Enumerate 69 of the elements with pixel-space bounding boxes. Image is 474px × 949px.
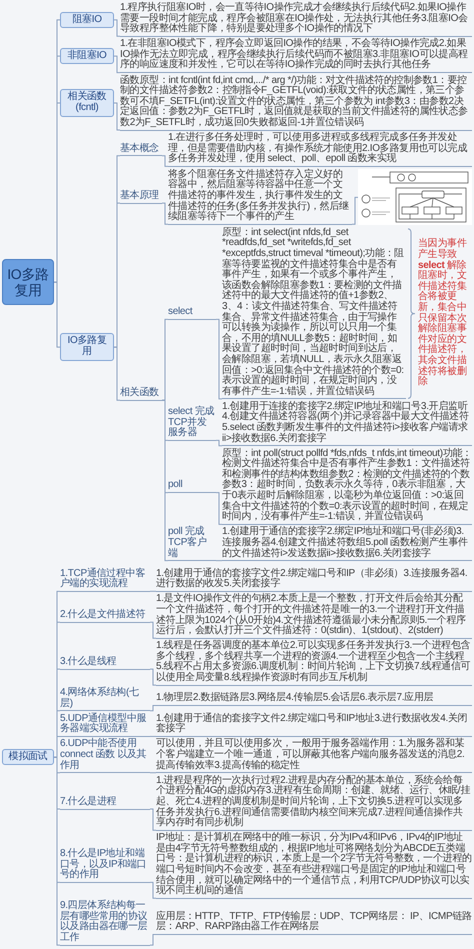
topic-text: 1.创建用于连接的套接字2.绑定IP地址和端口号3.开启监听4.创建文件描述符容器(两个)并记录容器中最大文件描述符5.select 函数判断发生事件的文件描述符i>接收客户端请求ii>接收数据6.关闭套接字 — [222, 402, 472, 446]
summary-note: 当因为事件产生导致 select 解除阻塞时，文件描述符集合将被更新，集合中只保留本次解除阻塞事件对应的文件描述符，其余文件描述符将被删除 — [418, 239, 468, 388]
topic-text: 原型：int poll(struct pollfd *fds,nfds_t nfds,int timeout)功能：检测文件描述符集合中是否有事件产生参数1：文件描述符和检测事件的结构体数组参数2：检测的文件描述符的个数参数3：超时时间，负数表示永久等待，0表示非阻塞，大于0表示超时后解除阻塞，以毫秒为单位返回值：>0:返回集合中文件描述符的个数=0:表示设置的超时时间，在规定时间内，没有事件产生=-1:错误，并置位错误码 — [222, 448, 472, 525]
connector-line — [216, 318, 222, 400]
connector-line — [150, 772, 156, 774]
connector-line — [216, 440, 222, 446]
topic-text: 1.进程是程序的一次执行过程2.进程是内存分配的基本单位，系统会给每个进程分配4G的虚拟内存3.进程有生命周期：创建、就绪、运行、休眠/挂起、死亡4.进程的调度机制是时间片轮询，上下文切换5.进程可以实现多任务并发执行6.进程间通信需要借助内核空间来完成7.进程间通信操作共享内存时有同步机制 — [156, 776, 472, 831]
topic-text: 1.在进行多任务处理时，可以使用多进程或多线程完成多任务并发处理，但是需要借助内核，有操作系统才能使用2.IO多路复用也可以完成多任务并发处理，使用 select、poll、epoll 函数来实现 — [168, 133, 472, 167]
main-topic: 阻塞IO — [60, 12, 114, 28]
topic-text: 1.线程是任务器调度的基本单位2.可以实现多任务并发执行3.一个进程包含多个线程，多个线程共享一个进程的资源4.一个进程至少包含一个主线程5.线程不占用太多资源6.调度机制：时间片轮询，上下文切换7.线程通信可以使用全局变量8.线程操作资源时有同步互斥机制 — [156, 641, 472, 686]
subtopic-label: 4.网络体系结构(七层) — [60, 688, 150, 712]
topic-text: 1.创建用于通信的套接字文件2.绑定端口号和IP地址3.进行数据收发4.关闭套接字 — [156, 714, 472, 737]
subtopic-label: 8.什么是IP地址和端口号，以及IP和端口号的作用 — [60, 849, 150, 883]
topic-text: 函数原型：int fcntl(int fd,int cmd,.../* arg */)功能：对文件描述符的控制参数1：要控制的文件描述符参数2：控制指令F_GETFL(void):获取文件的状态属性，第三个参数可不填F_SETFL(int):设置文件的状态属性，第三个参数为 int参数3：由参数2决定返回值：参数2为F_GETFL时，返回值就是获取的当前文件描述符的属性状态参数2为F_SETFL时，成功返回0失败都返回-1并置位错误码 — [120, 76, 472, 131]
subtopic-label: 7.什么是进程 — [60, 796, 150, 810]
connector-line — [216, 560, 222, 562]
connector-line — [150, 934, 156, 946]
connector-line — [162, 400, 168, 562]
topic-text: 1.在非阻塞IO模式下，程序会立即返回IO操作的结果，不会等待IO操作完成2.如果IO操作无法立即完成，程序会继续执行后续代码而不被阻塞3.非阻塞IO可以提高程序的响应速度和并发性，它可以在等待IO操作完成的同时去执行其他任务 — [120, 39, 472, 74]
connector-line — [162, 155, 168, 167]
connector-line — [114, 19, 120, 37]
subtopic-label: 相关函数 — [120, 388, 162, 401]
connector-line — [114, 346, 120, 401]
subtopic-label: 1.TCP通信过程中客户端的实现流程 — [60, 568, 150, 592]
subtopic-label: 2.什么是文件描述符 — [60, 610, 150, 623]
subtopic-label: select 完成TCP并发服务器 — [168, 407, 216, 441]
connector-line — [150, 704, 156, 712]
connector-line — [114, 102, 120, 131]
connector-line — [150, 808, 156, 831]
topic-text: 应用层：HTTP、TFTP、FTP传输层：UDP、TCP网络层： IP、ICMP链路层：ARP、RARP路由器工作在网络层 — [156, 912, 472, 936]
connector-line — [54, 756, 60, 946]
connector-line — [114, 202, 120, 348]
subtopic-label: 5.UDP通信模型中服务器端实现流程 — [60, 714, 150, 737]
connector-line — [54, 282, 60, 348]
subtopic-label: 基本原理 — [120, 191, 162, 204]
connector-line — [150, 590, 156, 592]
main-topic: 非阻塞IO — [60, 48, 114, 64]
topic-text: 1.物理层2.数据链路层3.网络层4.传输层5.会话层6.表示层7.应用层 — [156, 693, 472, 706]
topic-text: 1.创建用于通信的套接字2.绑定IP地址和端口号(非必须)3.连接服务器4.创建文件描述符数组5.poll 函数检测产生事件的文件描述符i>发送数据ii>接收数据6.关闭套接字 — [222, 527, 472, 562]
connector-line — [150, 882, 156, 899]
main-topic: IO多路复用 — [60, 333, 114, 361]
connector-line — [150, 622, 156, 639]
connector-line — [150, 668, 156, 686]
subtopic-label: select — [168, 307, 216, 320]
connector-line — [162, 202, 168, 225]
connector-line — [54, 102, 60, 283]
central-topic: IO多路复用 — [2, 259, 54, 306]
topic-text: 1.创建用于通信的套接字文件2.绑定端口号和IP（非必须）3.连接服务器4.进行数据的收发5.关闭套接字 — [156, 568, 472, 592]
main-topic: 模拟面试 — [2, 748, 54, 766]
flowchart-drawing — [358, 169, 472, 226]
connector-line — [352, 196, 358, 225]
connector-line — [114, 56, 120, 74]
subtopic-label: 9.四层体系结构每一层有哪些常用的协议以及路由器在哪一层工作 — [60, 901, 150, 946]
connector-line — [150, 736, 156, 737]
connector-line — [54, 736, 60, 758]
subtopic-label: 基本概念 — [120, 144, 162, 156]
topic-text: IP地址：是计算机在网络中的唯一标识，分为IPv4和IPv6，IPv4的IP地址是由4字节无符号整数组成的，根据IP地址可将网络划分为ABCDE五类端口号：是计算机进程的标识，本质上是一个2字节无符号整数，一个进程的端口号短时间内不会改变，甚至有些进程端口号是固定的IP地址和端口号结合使用，就可以确定网络中的一个通信节点，利用TCP/UDP协议可以实现不同主机间的通信 — [156, 833, 472, 899]
connector-line — [216, 492, 222, 525]
topic-text: 1.程序执行阻塞IO时，会一直等待IO操作完成才会继续执行后续代码2.如果IO操作需要一段时间才能完成，程序会被阻塞在IO操作处，无法执行其他任务3.阻塞IO会导致程序整体性能下降，特别是要处理多个IO操作的情况下 — [120, 3, 472, 37]
topic-text: 将多个阻塞任务文件描述符存入定义好的容器中，然后阻塞等待容器中任意一个文件描述符的事件发生，执行事件发生的文件描述符的任务(多任务并发执行)，然后继续阻塞等待下一个事件的产生 — [168, 170, 352, 225]
topic-text: 1.是文件IO操作文件的句柄2.本质上是一个整数，打开文件后会给其分配一个文件描述符，每个打开的文件描述符是唯一的3.一个进程打开文件描述符上限为1024个(从0开始)4.文件描述符遵循最小未分配原则5.一个程序运行后，会默认打开三个文件描述符：0(stdin)、1(stdout)、2(stderr) — [156, 594, 472, 639]
topic-text: 可以使用，并且可以使用多次，一般用于服务器端作用：1.为服务器和某个客户端建立一个唯一通道，可以屏蔽其他客户端向服务器发送的消息2.提高传输效率3.提高传输的稳定性 — [156, 739, 472, 774]
subtopic-label: 6.UDP中能否使用 connect 函数 以及其作用 — [60, 739, 150, 774]
subtopic-label: 3.什么是线程 — [60, 657, 150, 670]
subtopic-label: poll — [168, 480, 216, 494]
connector-line — [162, 318, 168, 401]
topic-text: 原型：int select(int nfds,fd_set *readfds,fd_set *writefds,fd_set *exceptfds,struct timeval *timeout);功能：阻塞等待要监视的文件描述符集合中是否有事件产生，如果有一个或多个事件产生，该函数会解除阻塞参数1：要检测的文件描述符中的最大文件描述符的值+1参数2、3、4：读文件描述符集合、写文件描述符集合、异常文件描述符集合，由于写操作可以转换为读操作，所以可以只用一个集合，不用的填NULL参数5：超时时间，如果设置了超时时间，当超时时间到达后，会解除阻塞，若填NULL，表示永久阻塞返回值：>0:返回集合中文件描述符的个数=0:表示设置的超时时间，在规定时间内，没有事件产生=-1:错误，并置位错误码 — [222, 228, 406, 400]
main-topic: 相关函数(fcntl) — [60, 89, 114, 117]
subtopic-label: poll 完成TCP客户端 — [168, 527, 216, 562]
